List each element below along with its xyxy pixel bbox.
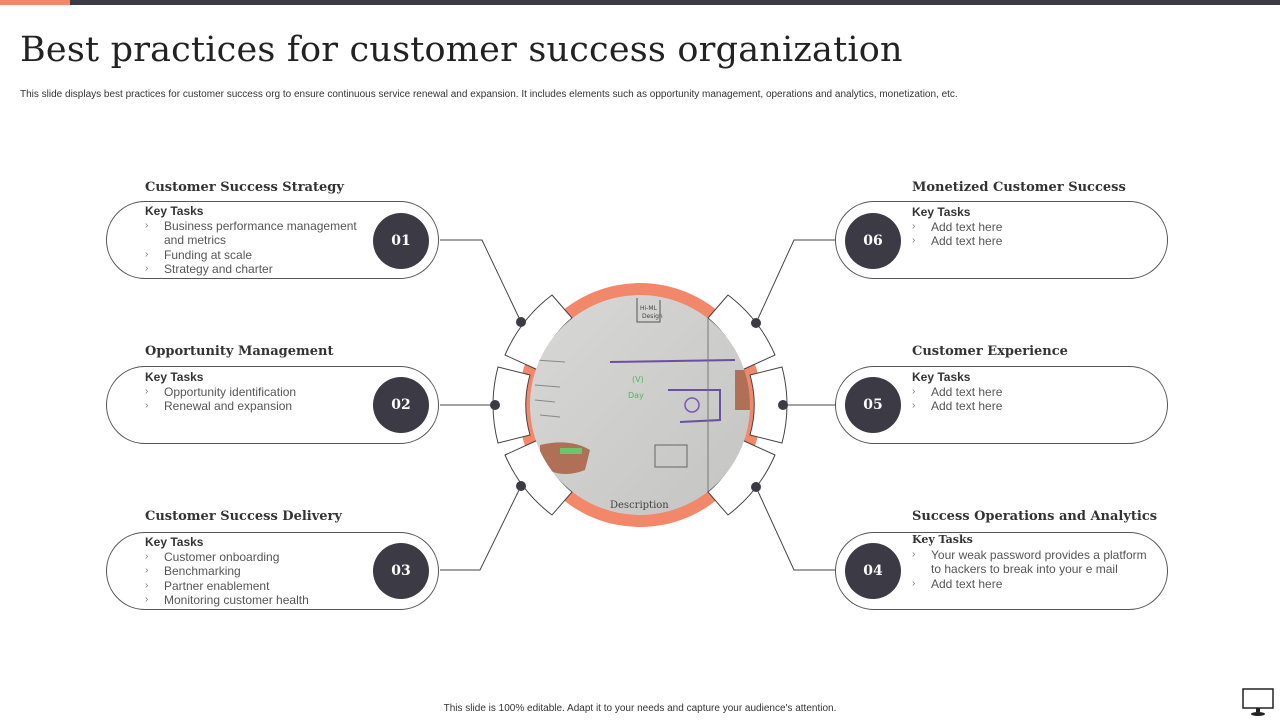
task-item: Add text here xyxy=(912,577,1157,592)
task-item: Your weak password provides a platform t… xyxy=(912,548,1157,577)
task-item: Funding at scale xyxy=(145,248,370,263)
svg-text:(V): (V) xyxy=(632,375,644,384)
task-item: Add text here xyxy=(912,399,1152,414)
key-tasks-label: Key Tasks xyxy=(912,533,973,546)
svg-text:Hi-ML: Hi-ML xyxy=(640,305,658,312)
card-02-number-badge: 02 xyxy=(373,377,429,433)
task-item: Add text here xyxy=(912,385,1152,400)
card-01-tasks: Key Tasks Business performance managemen… xyxy=(145,204,370,277)
task-item: Customer onboarding xyxy=(145,550,370,565)
card-02-tasks: Key Tasks Opportunity identification Ren… xyxy=(145,370,370,414)
key-tasks-label: Key Tasks xyxy=(145,204,204,218)
card-04-title: Success Operations and Analytics xyxy=(912,509,1158,524)
card-05-number-badge: 05 xyxy=(845,377,901,433)
card-05-title: Customer Experience xyxy=(912,344,1068,359)
key-tasks-label: Key Tasks xyxy=(145,535,204,549)
card-04-number-badge: 04 xyxy=(845,543,901,599)
task-item: Monitoring customer health xyxy=(145,593,370,608)
task-item: Business performance management and metr… xyxy=(145,219,370,248)
footer-note: This slide is 100% editable. Adapt it to… xyxy=(443,703,837,714)
card-06-title: Monetized Customer Success xyxy=(912,180,1126,195)
card-06-number-badge: 06 xyxy=(845,213,901,269)
task-item: Partner enablement xyxy=(145,579,370,594)
top-bar xyxy=(0,0,1280,5)
svg-text:Day: Day xyxy=(628,391,644,400)
key-tasks-label: Key Tasks xyxy=(912,205,971,219)
key-tasks-label: Key Tasks xyxy=(145,370,204,384)
svg-text:Description: Description xyxy=(610,500,669,511)
page-title: Best practices for customer success orga… xyxy=(20,30,903,70)
task-item: Add text here xyxy=(912,220,1152,235)
monitor-icon xyxy=(1242,688,1274,716)
svg-text:Design: Design xyxy=(642,313,663,320)
card-05-tasks: Key Tasks Add text here Add text here xyxy=(912,370,1152,414)
task-item: Benchmarking xyxy=(145,564,370,579)
card-03-title: Customer Success Delivery xyxy=(145,509,342,524)
whiteboard-photo: (V) Day Hi-ML Design Description xyxy=(530,295,750,515)
key-tasks-label: Key Tasks xyxy=(912,370,971,384)
card-04-tasks: Key Tasks Your weak password provides a … xyxy=(912,533,1157,591)
card-01-number-badge: 01 xyxy=(373,213,429,269)
task-item: Add text here xyxy=(912,234,1152,249)
task-item: Strategy and charter xyxy=(145,262,370,277)
task-item: Renewal and expansion xyxy=(145,399,370,414)
task-item: Opportunity identification xyxy=(145,385,370,400)
top-bar-accent xyxy=(0,0,70,5)
card-06-tasks: Key Tasks Add text here Add text here xyxy=(912,205,1152,249)
card-03-tasks: Key Tasks Customer onboarding Benchmarki… xyxy=(145,535,370,608)
card-03-number-badge: 03 xyxy=(373,543,429,599)
card-02-title: Opportunity Management xyxy=(145,344,334,359)
page-subtitle: This slide displays best practices for c… xyxy=(20,89,958,100)
card-01-title: Customer Success Strategy xyxy=(145,180,344,195)
